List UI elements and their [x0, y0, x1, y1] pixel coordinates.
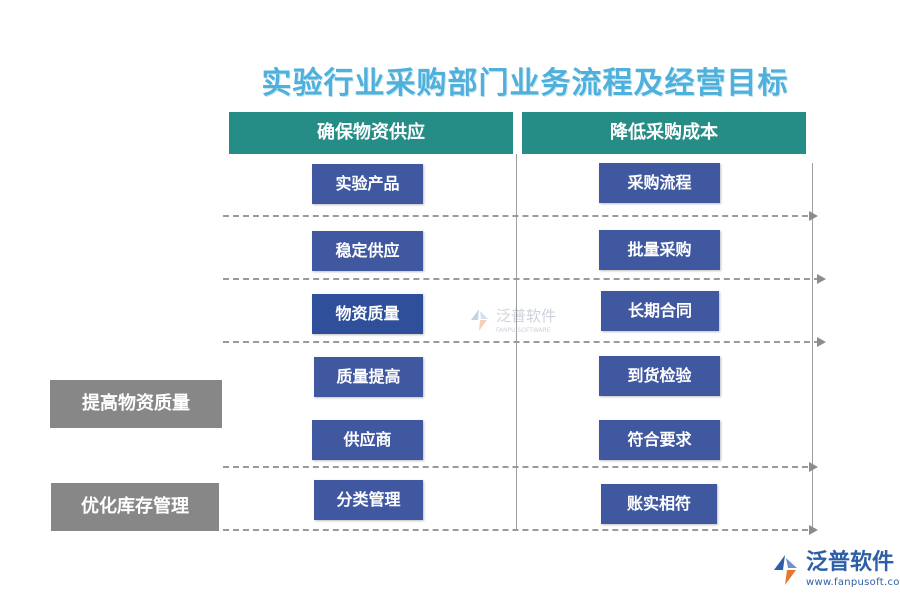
arrow-head-icon: [809, 462, 818, 472]
left-box: 实验产品: [312, 164, 423, 204]
diagram-title: 实验行业采购部门业务流程及经营目标: [261, 66, 789, 101]
right-box: 采购流程: [599, 163, 720, 203]
dashed-arrow-line: [223, 466, 808, 468]
side-label: 提高物资质量: [50, 380, 222, 428]
side-label: 优化库存管理: [51, 483, 219, 531]
right-box: 账实相符: [601, 484, 717, 524]
fanpu-logo-icon: [774, 555, 797, 585]
logo-brand: 泛普软件: [806, 550, 895, 575]
arrow-head-icon: [817, 337, 826, 347]
left-box: 稳定供应: [312, 231, 423, 271]
arrow-head-icon: [809, 525, 818, 535]
left-box: 物资质量: [312, 294, 423, 334]
right-box: 长期合同: [601, 291, 719, 331]
watermark-sub: FANPU SOFTWARE: [496, 327, 551, 334]
header-right: 降低采购成本: [522, 112, 806, 154]
left-box: 供应商: [312, 420, 423, 460]
right-box: 批量采购: [599, 230, 720, 270]
arrow-head-icon: [809, 211, 818, 221]
dashed-arrow-line: [223, 278, 820, 280]
logo-url: www.fanpusoft.com: [806, 577, 900, 588]
right-box: 符合要求: [599, 420, 720, 460]
right-border-line: [812, 163, 813, 530]
dashed-arrow-line: [223, 529, 808, 531]
dashed-arrow-line: [223, 341, 820, 343]
brand-logo: 泛普软件 www.fanpusoft.com: [768, 552, 900, 588]
arrow-head-icon: [817, 274, 826, 284]
right-box: 到货检验: [599, 356, 720, 396]
fanpu-logo-icon: [471, 309, 488, 331]
left-box: 分类管理: [314, 480, 423, 520]
watermark-brand: 泛普软件: [496, 307, 557, 325]
dashed-arrow-line: [223, 215, 808, 217]
left-box: 质量提高: [314, 357, 423, 397]
watermark: 泛普软件 FANPU SOFTWARE: [466, 306, 556, 334]
header-left: 确保物资供应: [229, 112, 513, 154]
